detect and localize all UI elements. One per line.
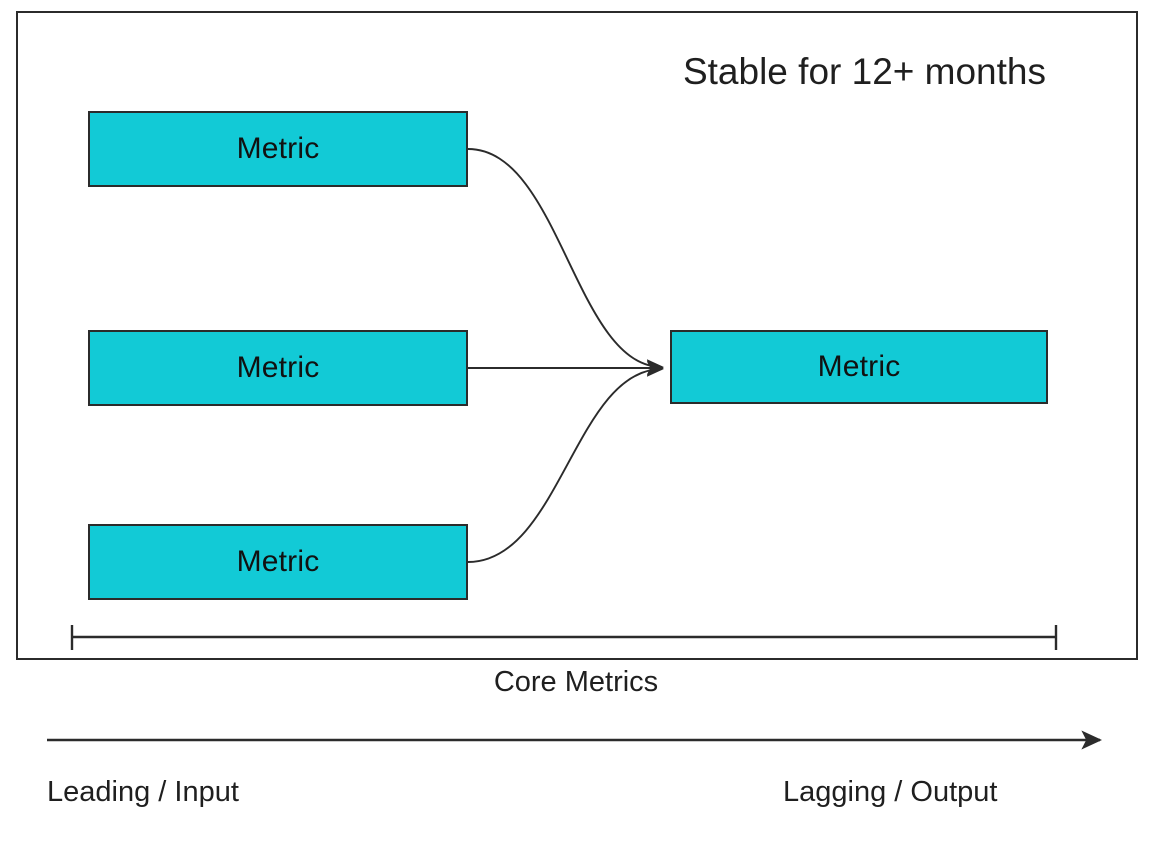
metric-box-label: Metric [236, 132, 320, 165]
spectrum-label-leading: Leading / Input [47, 776, 239, 808]
metric-box-lagging[interactable]: Metric [670, 330, 1048, 404]
metric-box-label: Metric [236, 545, 320, 578]
metric-box-leading-2[interactable]: Metric [88, 330, 468, 406]
core-metrics-axis-caption: Core Metrics [493, 666, 659, 698]
metric-box-leading-3[interactable]: Metric [88, 524, 468, 600]
page-title: Stable for 12+ months [682, 51, 1046, 92]
spectrum-label-lagging: Lagging / Output [783, 776, 998, 808]
metric-box-leading-1[interactable]: Metric [88, 111, 468, 187]
metric-box-label: Metric [236, 351, 320, 384]
metric-box-label: Metric [817, 350, 901, 383]
